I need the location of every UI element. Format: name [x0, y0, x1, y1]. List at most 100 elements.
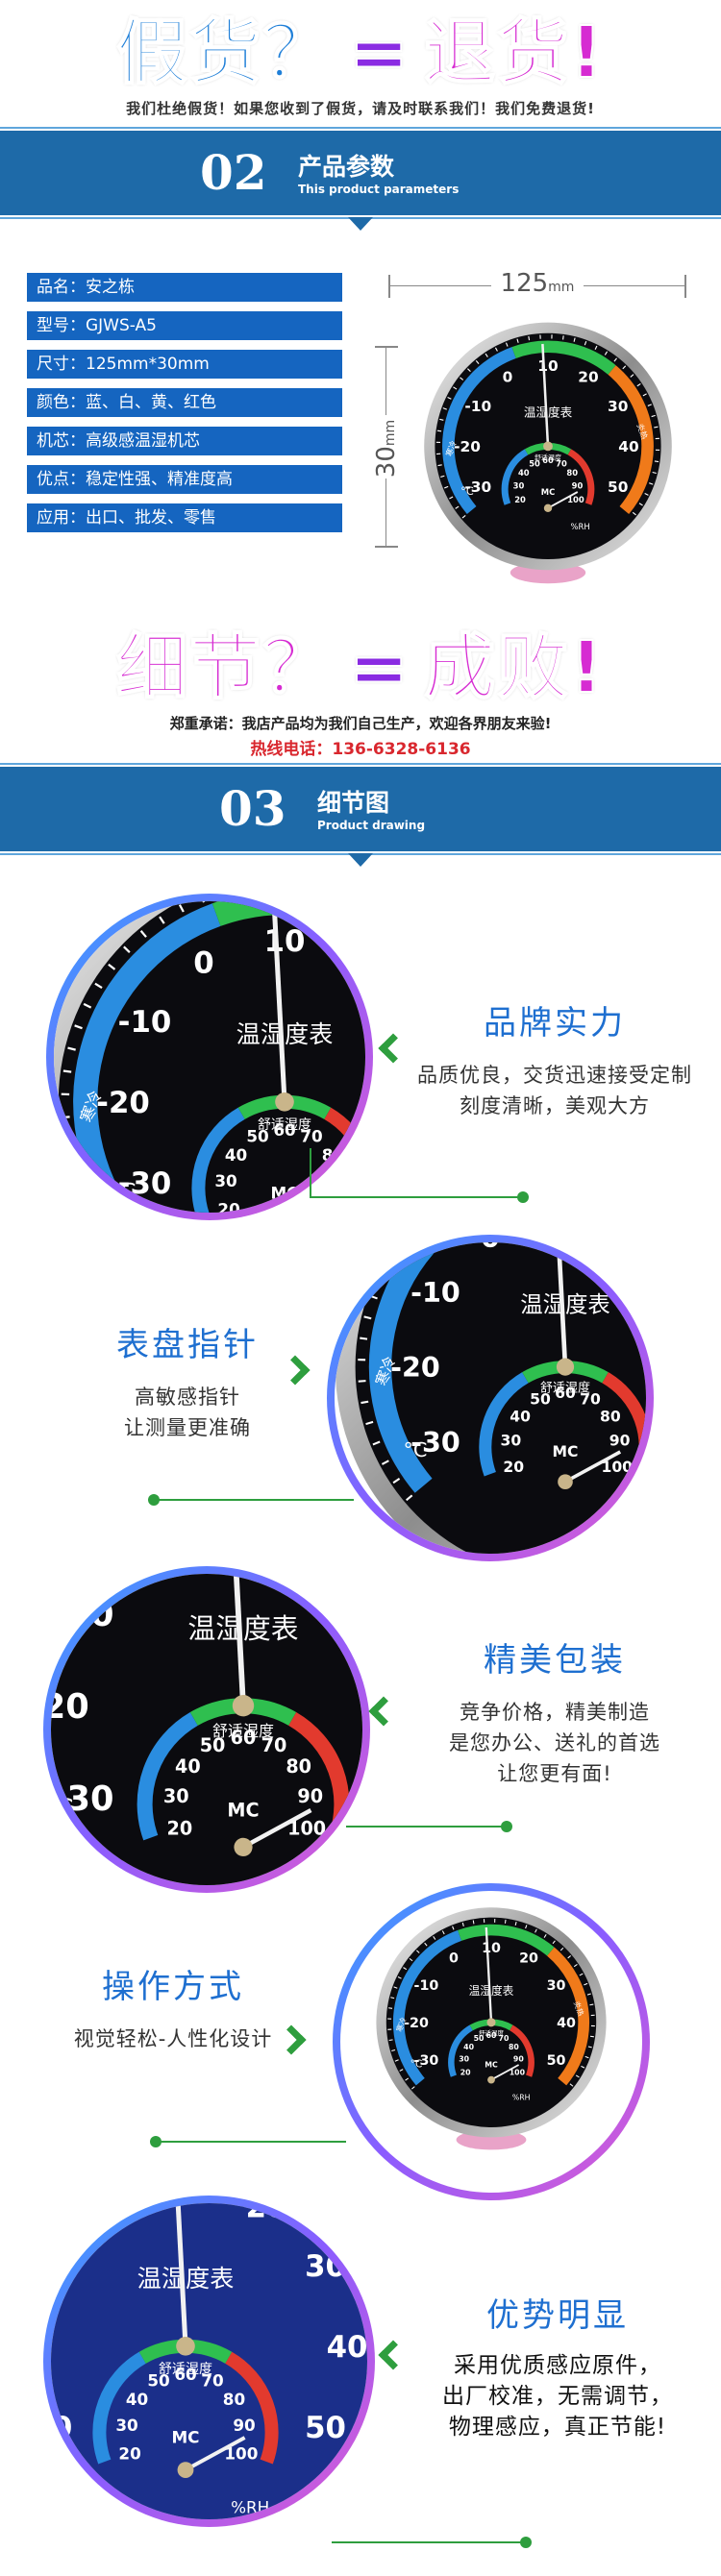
gauge-humidity-tick: 90	[332, 1171, 354, 1190]
gauge-brand-mark: MC	[485, 2061, 498, 2070]
section-03-number: 03	[219, 780, 286, 837]
gauge-hot-arc	[547, 1947, 589, 2086]
gauge-cold-arc	[73, 903, 221, 1213]
gauge-humidity-tick: 60	[555, 1385, 576, 1402]
feature-1-text: 品牌实力 品质优良，交货迅速接受定制 刻度清晰，美观大方	[396, 1004, 713, 1121]
gauge-dial: -30-20-1001020304050温湿度表°C舒适湿度2030405060…	[54, 901, 365, 1213]
gauge-brand-mark: MC	[541, 487, 555, 497]
gauge-humidity-tick: 30	[459, 2055, 469, 2064]
gauge-temp-tick: -20	[43, 1687, 89, 1727]
gauge-temp-needle	[175, 2203, 188, 2346]
gauge-temp-tick: 10	[165, 2196, 207, 2203]
gauge-temp-tick: 40	[618, 438, 638, 455]
gauge-humidity-tick: 90	[233, 2416, 255, 2435]
gauge-temp-tick: 0	[503, 368, 513, 385]
gauge-humidity-tick: 40	[126, 2390, 148, 2409]
gauge-temp-tick: 0	[94, 2196, 114, 2225]
gauge-temp-tick: -30	[43, 2411, 72, 2445]
feature-2-title: 表盘指针	[116, 1326, 259, 1364]
section-03-title-en: Product drawing	[317, 819, 426, 832]
gauge-title: 温湿度表	[520, 1290, 610, 1317]
feature-2-line-1: 高敏感指针	[135, 1386, 240, 1409]
gauge-humidity-tick: 50	[529, 458, 540, 468]
top-banner-title-eq: =	[348, 11, 411, 95]
gauge-hot-arc	[608, 365, 654, 515]
feature-5-line-2: 出厂校准，无需调节，	[442, 2384, 673, 2409]
gauge-humidity-tick: 100	[287, 1818, 326, 1840]
gauge-temp-tick: 10	[537, 357, 558, 375]
gauge-temp-tick: 20	[621, 1235, 654, 1254]
section-02-title-cn: 产品参数	[298, 153, 395, 181]
feature-1-photo: -30-20-1001020304050温湿度表°C舒适湿度2030405060…	[46, 894, 373, 1220]
gauge-temp-tick: -20	[454, 438, 481, 455]
detail-banner-title: 细节？=成败!	[0, 625, 721, 711]
feature-1-line-1: 品质优良，交货迅速接受定制	[417, 1064, 692, 1087]
gauge-humidity-tick: 60	[174, 2365, 196, 2384]
gauge-humidity-tick: 70	[499, 2034, 510, 2043]
gauge-humidity-unit: %RH	[231, 2497, 269, 2516]
gauge-humidity-tick: 20	[514, 495, 526, 504]
param-row: 优点：稳定性强、精准度高	[27, 465, 342, 494]
gauge-comfort-label: 舒适湿度	[479, 2028, 505, 2037]
gauge-title: 温湿度表	[236, 1020, 334, 1048]
gauge-temp-unit: °C	[404, 1438, 428, 1461]
gauge-comfort-label: 舒适湿度	[159, 2362, 212, 2377]
gauge-temp-needle	[541, 343, 550, 447]
detail-banner-title-part2: 成败!	[423, 626, 605, 710]
gauge-humidity-tick: 100	[224, 2443, 258, 2463]
gauge-title: 温湿度表	[137, 2265, 235, 2293]
gauge-humidity-tick: 90	[513, 2055, 524, 2064]
feature-3-text: 精美包装 竞争价格，精美制造 是您办公、送礼的首选 让您更有面!	[396, 1641, 713, 1789]
gauge-humidity-tick: 80	[286, 1755, 311, 1778]
gauge-humidity-tick: 70	[300, 1127, 322, 1146]
top-banner: 假货？=退货! 我们杜绝假货！如果您收到了假货，请及时联系我们！我们免费退货!	[0, 10, 721, 118]
gauge-hot-arc	[306, 2203, 367, 2483]
feature-3-title: 精美包装	[484, 1641, 626, 1680]
gauge-comfort-arc	[511, 340, 616, 375]
gauge-temp-tick: 50	[547, 2053, 566, 2069]
gauge-humidity-tick: 40	[463, 2043, 474, 2051]
param-row: 应用：出口、批发、零售	[27, 503, 342, 532]
gauge-humidity-tick: 50	[530, 1390, 551, 1408]
gauge-title: 温湿度表	[524, 405, 573, 420]
gauge-humidity-tick: 90	[609, 1432, 631, 1449]
gauge-temp-tick: 30	[547, 1978, 566, 1994]
section-03-header: 03 细节图 Product drawing	[0, 767, 721, 851]
gauge-humidity-tick: 20	[118, 2443, 140, 2463]
gauge-humidity-tick: 60	[486, 2031, 497, 2040]
gauge-brand-mark: MC	[171, 2428, 199, 2447]
height-dimension-label: 30mm	[372, 419, 401, 478]
gauge-brand-mark: MC	[553, 1443, 579, 1460]
gauge-humidity-tick: 50	[147, 2371, 169, 2391]
gauge-temp-unit: °C	[111, 1180, 137, 1205]
gauge-temp-tick: -10	[43, 2249, 72, 2284]
gauge-temp-needle	[485, 1926, 493, 2023]
feature-3-photo: -30-20-1001020304050温湿度表°C舒适湿度2030405060…	[43, 1566, 370, 1893]
gauge-humidity-tick: 30	[513, 480, 525, 490]
gauge-comfort-arc	[458, 1924, 555, 1956]
feature-3-line-3: 让您更有面!	[497, 1762, 612, 1785]
param-row: 机芯：高级感温湿机芯	[27, 427, 342, 455]
gauge-humidity-tick: 60	[273, 1120, 295, 1140]
section-02-number: 02	[200, 144, 267, 201]
gauge-face	[51, 1574, 362, 1885]
gauge-humidity-tick: 90	[572, 480, 584, 490]
gauge-temp-tick: 0	[449, 1950, 459, 1966]
gauge-humidity-tick: 70	[261, 1734, 287, 1756]
gauge-humidity-tick: 80	[566, 468, 578, 478]
gauge-temp-unit: °C	[44, 1794, 74, 1823]
gauge-temp-tick: -10	[410, 1276, 460, 1309]
feature-1-connector-v	[310, 1148, 311, 1198]
gauge-humidity-tick: 100	[567, 495, 584, 504]
gauge-humidity-tick: 50	[474, 2034, 485, 2043]
feature-2-connector-dot	[148, 1494, 160, 1506]
param-row: 型号：GJWS-A5	[27, 311, 342, 340]
gauge-brand-mark: MC	[270, 1184, 298, 1203]
gauge-humidity-tick: 50	[246, 1127, 268, 1146]
gauge-humidity-tick: 70	[580, 1390, 601, 1408]
feature-1-connector-dot	[517, 1191, 529, 1203]
param-row: 品名：安之栋	[27, 273, 342, 302]
